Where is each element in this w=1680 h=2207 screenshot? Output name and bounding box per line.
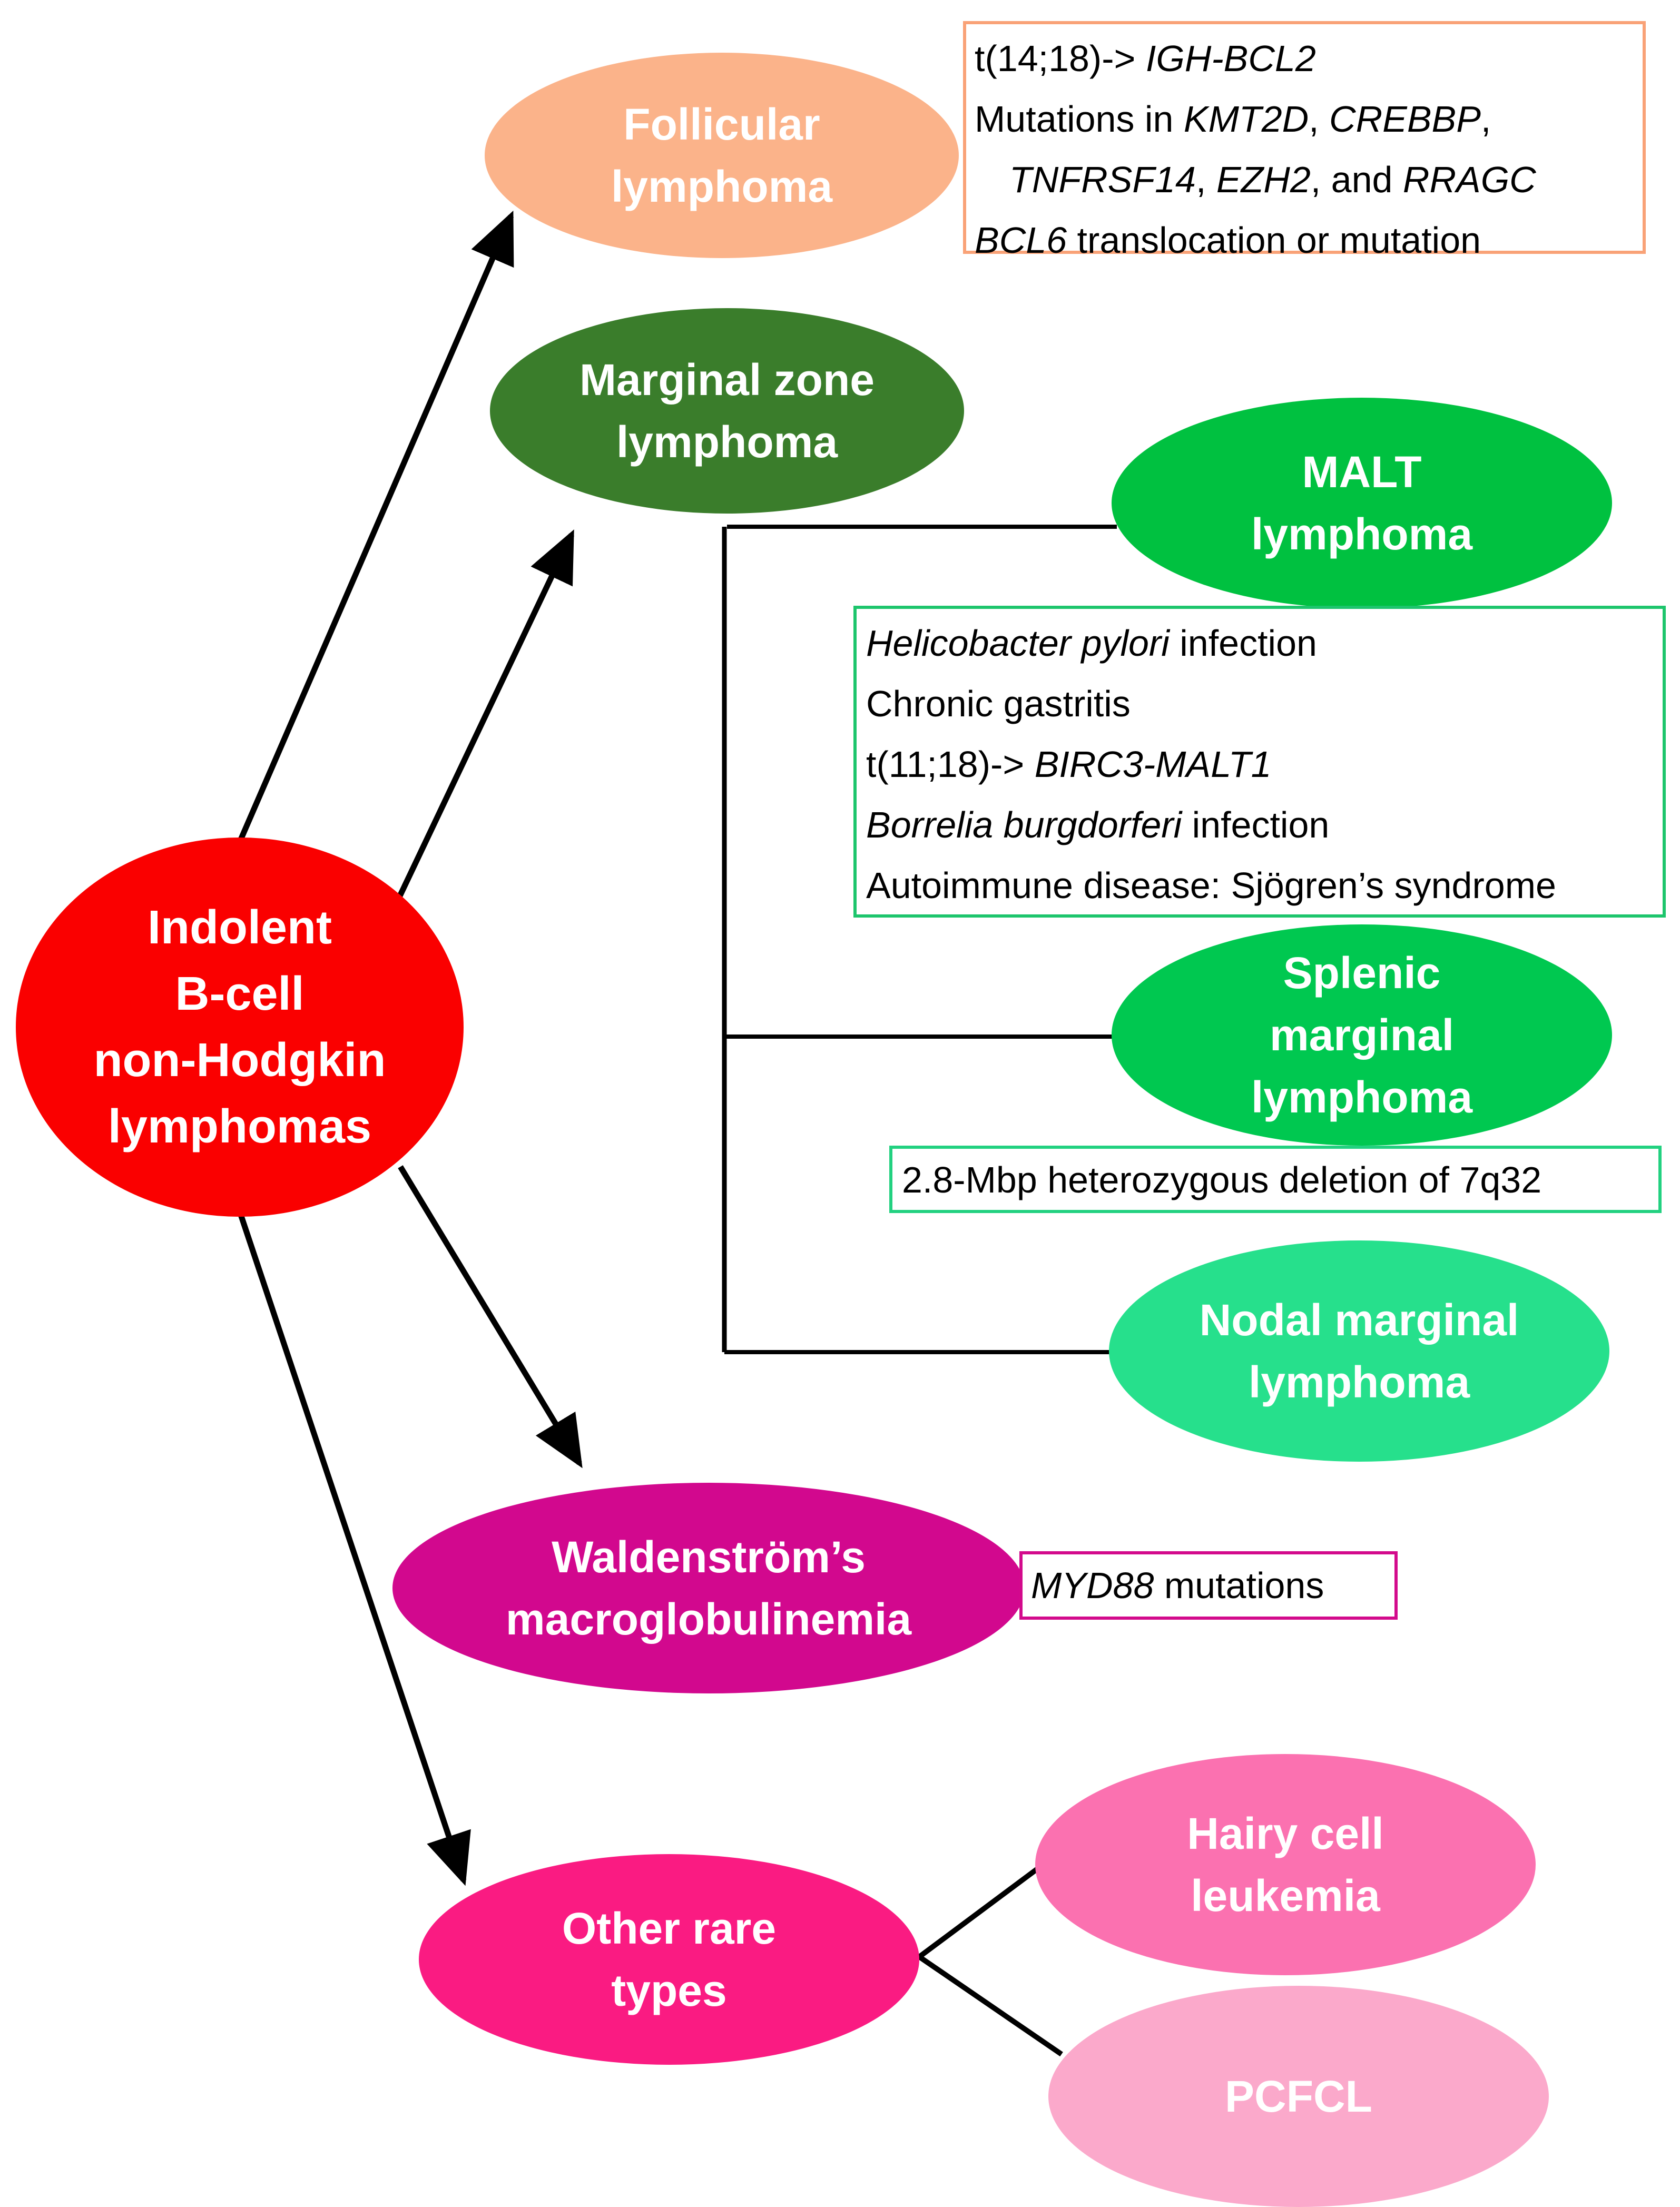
- node-label-line: Nodal marginal: [1199, 1295, 1519, 1345]
- annotation-line: BCL6 translocation or mutation: [975, 220, 1481, 261]
- node-nodal-marginal-lymphoma: Nodal marginal lymphoma: [1109, 1240, 1609, 1462]
- node-label-line: MALT: [1302, 447, 1422, 497]
- node-other-rare-types: Other rare types: [419, 1854, 919, 2065]
- annotation-line: 2.8-Mbp heterozygous deletion of 7q32: [902, 1159, 1542, 1200]
- node-label-line: types: [611, 1966, 727, 2015]
- annotation-line: Helicobacter pylori infection: [866, 623, 1317, 664]
- annotation-box-follicular: t(14;18)-> IGH-BCL2 Mutations in KMT2D, …: [963, 21, 1646, 261]
- node-label-line: lymphoma: [1251, 1072, 1473, 1122]
- node-label-line: Hairy cell: [1187, 1809, 1384, 1858]
- node-label-line: Waldenström’s: [552, 1532, 866, 1582]
- annotation-line: TNFRSF14, EZH2, and RRAGC: [1009, 159, 1536, 200]
- node-label-line: lymphoma: [611, 162, 833, 211]
- annotation-box-malt: Helicobacter pylori infection Chronic ga…: [853, 606, 1666, 918]
- connector-other-to-hairy-cell: [918, 1854, 1055, 1959]
- node-label-line: lymphoma: [1251, 509, 1473, 559]
- node-label-line: Indolent: [148, 901, 332, 954]
- annotation-line: Autoimmune disease: Sjögren’s syndrome: [866, 865, 1556, 906]
- node-label-line: Other rare: [562, 1904, 777, 1953]
- node-label-line: marginal: [1269, 1010, 1455, 1060]
- arrow-to-waldenstrom: [398, 1165, 583, 1469]
- node-follicular-lymphoma: Follicular lymphoma: [485, 53, 959, 258]
- node-indolent-bcell-nhl: Indolent B-cell non-Hodgkin lymphomas: [16, 838, 464, 1217]
- node-hairy-cell-leukemia: Hairy cell leukemia: [1035, 1754, 1536, 1975]
- node-label-line: lymphoma: [1248, 1357, 1470, 1407]
- node-label-line: macroglobulinemia: [505, 1594, 912, 1644]
- connector-other-to-pcfcl: [918, 1954, 1063, 2057]
- annotation-line: Borrelia burgdorferi infection: [866, 804, 1330, 845]
- node-marginal-zone-lymphoma: Marginal zone lymphoma: [490, 308, 964, 514]
- annotation-line: t(11;18)-> BIRC3-MALT1: [866, 744, 1272, 785]
- node-waldenstrom-macroglobulinemia: Waldenström’s macroglobulinemia: [392, 1483, 1025, 1693]
- annotation-line: Chronic gastritis: [866, 683, 1131, 724]
- arrow-to-other-types: [237, 1210, 471, 1886]
- annotation-box-waldenstrom: MYD88 mutations: [1019, 1551, 1398, 1620]
- node-label-line: Follicular: [623, 100, 820, 149]
- node-label-line: non-Hodgkin: [93, 1034, 386, 1087]
- arrow-to-follicular: [234, 210, 514, 850]
- annotation-line: Mutations in KMT2D, CREBBP,: [975, 98, 1491, 140]
- node-label-line: leukemia: [1191, 1871, 1380, 1920]
- node-label-line: PCFCL: [1225, 2072, 1372, 2121]
- node-label-line: lymphoma: [616, 417, 838, 467]
- node-label-line: lymphomas: [107, 1100, 372, 1153]
- node-label-line: Splenic: [1283, 948, 1441, 998]
- arrow-to-marginal-zone: [392, 529, 574, 908]
- annotation-line: MYD88 mutations: [1031, 1565, 1324, 1606]
- annotation-box-splenic: 2.8-Mbp heterozygous deletion of 7q32: [889, 1146, 1662, 1213]
- node-label-line: B-cell: [175, 968, 304, 1020]
- annotation-line: t(14;18)-> IGH-BCL2: [975, 38, 1316, 79]
- node-label-line: Marginal zone: [579, 355, 875, 405]
- node-splenic-marginal-lymphoma: Splenic marginal lymphoma: [1112, 924, 1612, 1146]
- node-malt-lymphoma: MALT lymphoma: [1112, 398, 1612, 608]
- node-pcfcl: PCFCL: [1048, 1986, 1549, 2207]
